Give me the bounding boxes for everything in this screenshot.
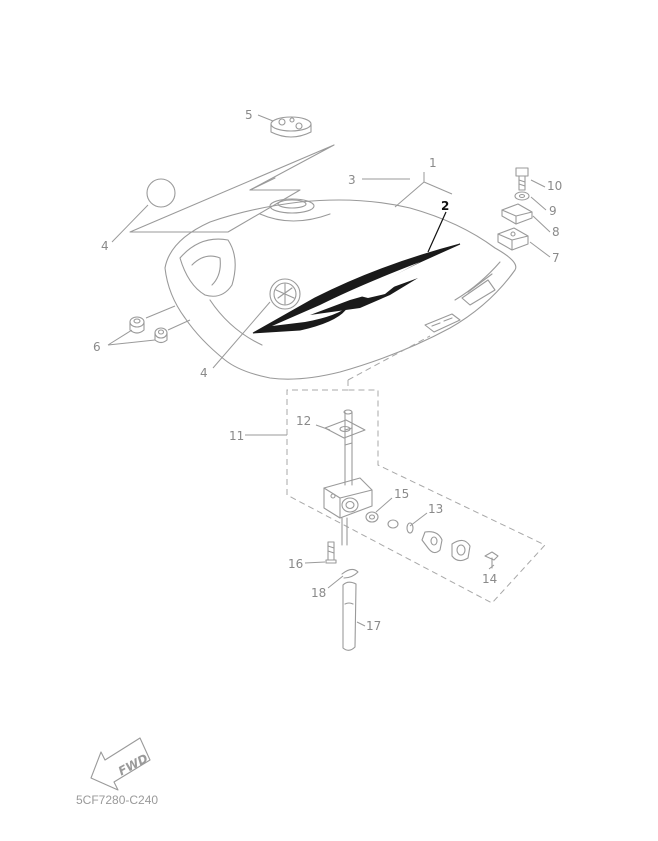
callout-13: 13: [428, 502, 443, 516]
tank-damper-pair: [129, 305, 191, 344]
leader-lines: [107, 114, 551, 627]
fuel-cap: [270, 116, 312, 138]
callout-4-decal: 4: [101, 239, 109, 253]
graphic-decal: [252, 243, 461, 334]
callout-6: 6: [93, 340, 101, 354]
callout-4-emblem: 4: [200, 366, 208, 380]
callout-15: 15: [394, 487, 409, 501]
fuel-tank: [164, 198, 517, 380]
callout-14: 14: [482, 572, 497, 586]
fuel-hose-parts: [325, 541, 359, 651]
callout-17: 17: [366, 619, 381, 633]
fuel-cock-assembly: [286, 335, 546, 604]
tank-emblem: [269, 278, 301, 310]
tank-mount-hardware: [497, 167, 533, 251]
callout-1: 1: [429, 156, 437, 170]
callout-labels: 1 2 3 4 4 5 6 7 8 9 10 11 12 13 14 15 16…: [93, 108, 562, 633]
callout-10: 10: [547, 179, 562, 193]
forward-arrow-icon: FWD: [90, 737, 151, 791]
callout-11: 11: [229, 429, 244, 443]
callout-3: 3: [348, 173, 356, 187]
callout-18: 18: [311, 586, 326, 600]
callout-5: 5: [245, 108, 253, 122]
callout-7: 7: [552, 251, 560, 265]
callout-9: 9: [549, 204, 557, 218]
fwd-label: FWD: [116, 751, 150, 778]
callout-8: 8: [552, 225, 560, 239]
tank-decal-sheet: [129, 144, 335, 233]
diagram-code: 5CF7280-C240: [76, 793, 159, 807]
callout-2: 2: [441, 199, 449, 213]
callout-12: 12: [296, 414, 311, 428]
callout-16: 16: [288, 557, 303, 571]
